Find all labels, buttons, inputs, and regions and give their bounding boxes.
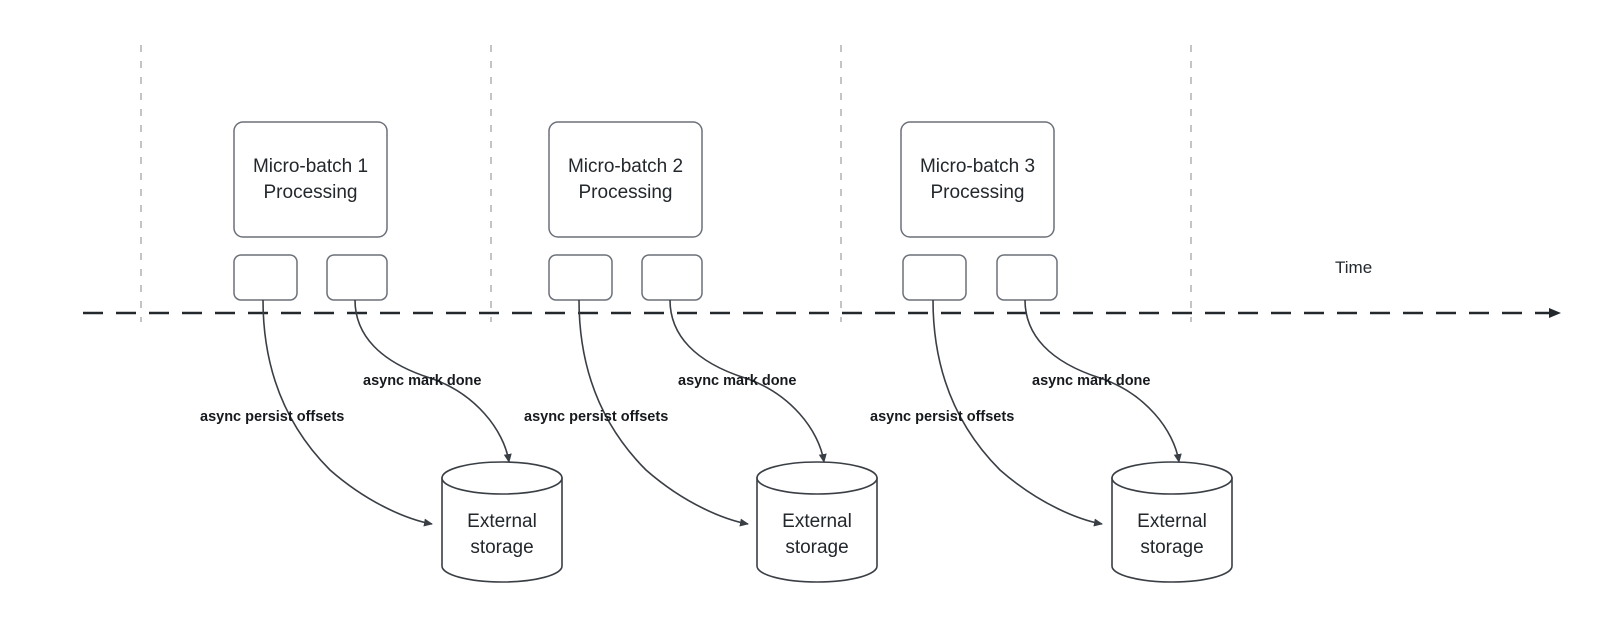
mark-done-edge-3 [1024, 299, 1182, 463]
mark-done-label-3: async mark done [1032, 373, 1150, 389]
micro-batch-3-label-line1: Micro-batch 3 [920, 156, 1035, 177]
persist-offsets-label-2: async persist offsets [524, 409, 668, 425]
external-storage-1-top [441, 461, 563, 495]
micro-batch-2-box[interactable]: Micro-batch 2 Processing [548, 121, 703, 238]
micro-batch-1-label-line2: Processing [264, 182, 358, 203]
persist-offsets-edge-3 [932, 299, 1103, 527]
micro-batch-1-box-shape[interactable] [233, 121, 388, 238]
mark-done-task-box-2[interactable] [641, 254, 703, 301]
batch-boundary-ticks [140, 45, 1192, 322]
group-1: Micro-batch 1 Processing async persist o… [200, 121, 563, 583]
micro-batch-2-label-line1: Micro-batch 2 [568, 156, 683, 177]
external-storage-1[interactable]: External storage [441, 461, 563, 583]
external-storage-2-label-line2: storage [785, 537, 848, 558]
micro-batch-2-box-shape[interactable] [548, 121, 703, 238]
external-storage-2-label-line1: External [782, 511, 852, 532]
external-storage-3[interactable]: External storage [1111, 461, 1233, 583]
micro-batch-3-label-line2: Processing [931, 182, 1025, 203]
time-axis-label: Time [1335, 258, 1372, 277]
persist-task-box-2[interactable] [548, 254, 613, 301]
time-axis: Time [83, 258, 1561, 318]
persist-task-box-3[interactable] [902, 254, 967, 301]
mark-done-label-2: async mark done [678, 373, 796, 389]
persist-offsets-label-3: async persist offsets [870, 409, 1014, 425]
group-3: Micro-batch 3 Processing async persist o… [870, 121, 1233, 583]
mark-done-task-box-3[interactable] [996, 254, 1058, 301]
mark-done-edge-1 [354, 299, 512, 463]
external-storage-3-label-line2: storage [1140, 537, 1203, 558]
micro-batch-3-box[interactable]: Micro-batch 3 Processing [900, 121, 1055, 238]
group-2: Micro-batch 2 Processing async persist o… [524, 121, 878, 583]
external-storage-2-body[interactable] [756, 477, 878, 583]
micro-batch-2-label-line2: Processing [579, 182, 673, 203]
external-storage-2[interactable]: External storage [756, 461, 878, 583]
external-storage-2-top [756, 461, 878, 495]
micro-batch-1-label-line1: Micro-batch 1 [253, 156, 368, 177]
micro-batch-3-box-shape[interactable] [900, 121, 1055, 238]
mark-done-task-box-1[interactable] [326, 254, 388, 301]
external-storage-1-label-line1: External [467, 511, 537, 532]
external-storage-3-label-line1: External [1137, 511, 1207, 532]
persist-offsets-label-1: async persist offsets [200, 409, 344, 425]
external-storage-1-label-line2: storage [470, 537, 533, 558]
persist-offsets-edge-1 [262, 299, 433, 527]
persist-task-box-1[interactable] [233, 254, 298, 301]
mark-done-label-1: async mark done [363, 373, 481, 389]
external-storage-3-top [1111, 461, 1233, 495]
persist-offsets-edge-2 [578, 299, 749, 527]
mark-done-edge-2 [669, 299, 827, 463]
external-storage-3-body[interactable] [1111, 477, 1233, 583]
external-storage-1-body[interactable] [441, 477, 563, 583]
micro-batch-1-box[interactable]: Micro-batch 1 Processing [233, 121, 388, 238]
